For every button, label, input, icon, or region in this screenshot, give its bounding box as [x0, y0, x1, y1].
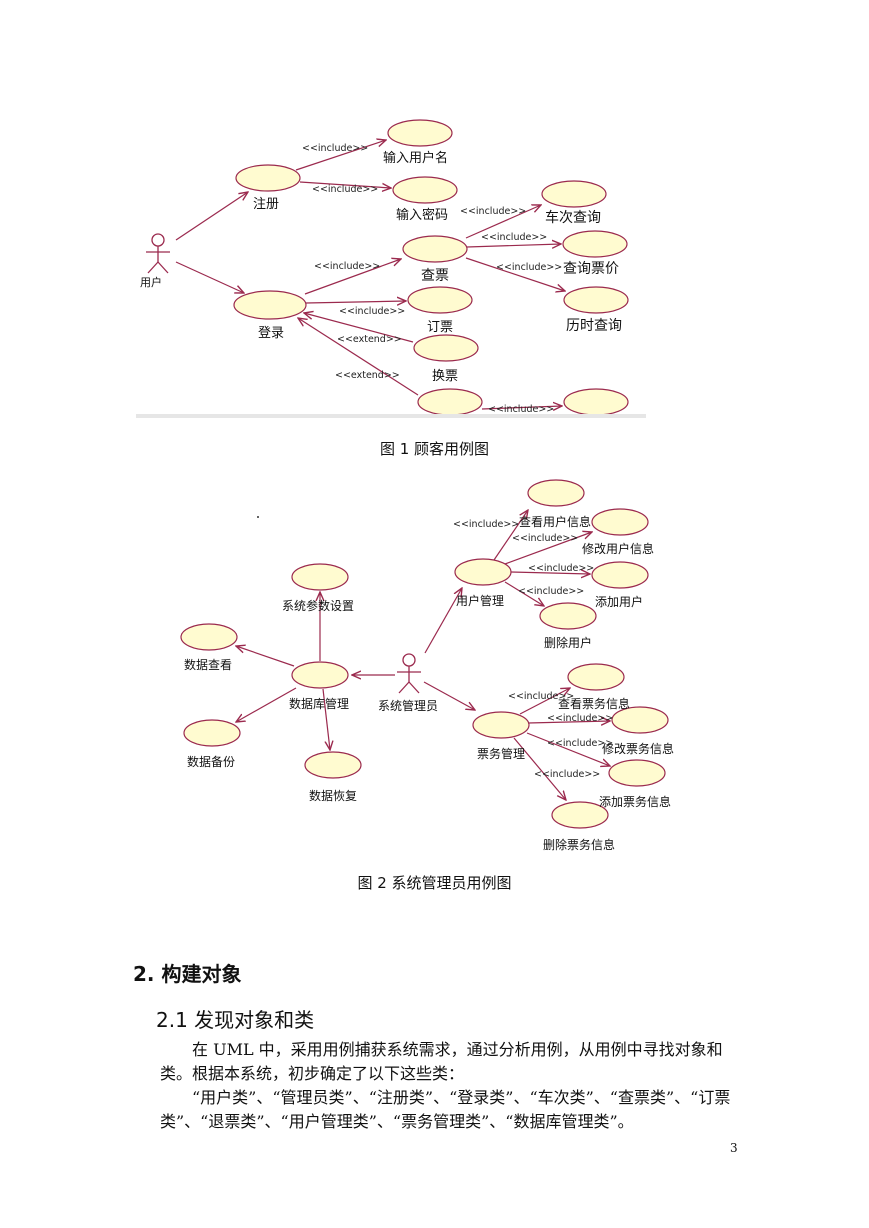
usecase-data-backup-label: 数据备份 — [187, 754, 235, 769]
include-label: <<include>> — [547, 713, 613, 724]
include-label: <<include>> — [496, 262, 562, 273]
usecase-add-user-label: 添加用户 — [595, 594, 643, 609]
usecase-edit-user-ellipse — [591, 508, 649, 536]
actor-user-icon — [146, 233, 170, 274]
figure2-caption: 图 2 系统管理员用例图 — [357, 874, 512, 892]
paragraph-2: “用户类”、“管理员类”、“注册类”、“登录类”、“车次类”、“查票类”、“订票… — [160, 1088, 731, 1131]
actor-user-label: 用户 — [140, 275, 162, 289]
usecase-train-query-ellipse — [541, 180, 607, 208]
usecase-db-mgmt-label: 数据库管理 — [289, 696, 349, 711]
usecase-password-label: 输入密码 — [396, 207, 448, 223]
include-label: <<include>> — [314, 261, 380, 272]
include-label: <<include>> — [302, 143, 368, 154]
usecase-extra-ellipse — [417, 388, 483, 416]
crop-strip — [136, 414, 646, 418]
include-label: <<include>> — [512, 533, 578, 544]
usecase-view-user-label: 查看用户信息 — [519, 514, 591, 529]
include-label: <<include>> — [312, 184, 378, 195]
usecase-data-view-label: 数据查看 — [184, 657, 232, 672]
usecase-delete-user-ellipse — [539, 602, 597, 630]
usecase-data-view-ellipse — [180, 623, 238, 651]
usecase-delete-ticket-label: 删除票务信息 — [543, 837, 615, 852]
usecase-ticket-mgmt-ellipse — [472, 711, 530, 739]
usecase-duration-query-label: 历时查询 — [566, 318, 622, 334]
usecase-price-query-ellipse — [562, 230, 628, 258]
usecase-username-label: 输入用户名 — [383, 150, 448, 166]
usecase-query-label: 查票 — [421, 268, 449, 284]
usecase-extra2-ellipse — [563, 388, 629, 416]
paragraph-1: 在 UML 中，采用用例捕获系统需求，通过分析用例，从用例中寻找对象和类。根据本… — [160, 1040, 723, 1083]
include-label: <<include>> — [453, 519, 519, 530]
include-label: <<include>> — [508, 691, 574, 702]
usecase-add-ticket-ellipse — [608, 759, 666, 787]
usecase-view-user-ellipse — [527, 479, 585, 507]
usecase-train-query-label: 车次查询 — [545, 209, 601, 226]
subsection-heading: 2.1 发现对象和类 — [156, 1008, 315, 1032]
usecase-edit-ticket-label: 修改票务信息 — [602, 741, 674, 756]
usecase-edit-ticket-ellipse — [611, 706, 669, 734]
usecase-edit-user-label: 修改用户信息 — [582, 541, 654, 556]
usecase-data-restore-label: 数据恢复 — [309, 788, 357, 803]
usecase-duration-query-ellipse — [563, 286, 629, 314]
usecase-delete-user-label: 删除用户 — [544, 635, 592, 650]
include-label: <<include>> — [481, 232, 547, 243]
include-label: <<include>> — [547, 738, 613, 749]
figure2-diagram: <<include>> <<include>> <<include>> <<in… — [180, 479, 674, 852]
usecase-price-query-label: 查询票价 — [563, 261, 619, 277]
figure1-diagram: <<include>> <<include>> <<include>> <<in… — [136, 119, 646, 418]
section-heading: 2. 构建对象 — [133, 962, 242, 986]
extend-label: <<extend>> — [337, 334, 402, 345]
usecase-view-ticket-ellipse — [567, 663, 625, 691]
usecase-query-ellipse — [402, 235, 468, 263]
extend-label: <<extend>> — [335, 370, 400, 381]
usecase-register-label: 注册 — [253, 197, 279, 212]
usecase-login-label: 登录 — [258, 326, 284, 341]
usecase-data-backup-ellipse — [183, 719, 241, 747]
usecase-view-ticket-label: 查看票务信息 — [558, 696, 630, 711]
include-label: <<include>> — [339, 306, 405, 317]
include-label: <<include>> — [534, 769, 600, 780]
usecase-username-ellipse — [387, 119, 453, 147]
stray-dot — [257, 516, 259, 518]
usecase-db-mgmt-ellipse — [291, 661, 349, 689]
usecase-change-ellipse — [413, 334, 479, 362]
usecase-password-ellipse — [392, 176, 458, 204]
usecase-change-label: 换票 — [432, 369, 458, 384]
usecase-params-label: 系统参数设置 — [282, 598, 354, 613]
actor-admin-icon — [397, 653, 421, 694]
actor-admin-label: 系统管理员 — [378, 698, 438, 713]
usecase-login-ellipse — [233, 290, 307, 320]
usecase-user-mgmt-ellipse — [454, 558, 512, 586]
include-label: <<include>> — [460, 206, 526, 217]
usecase-register-ellipse — [235, 164, 301, 192]
usecase-add-user-ellipse — [591, 561, 649, 589]
usecase-data-restore-ellipse — [304, 751, 362, 779]
include-label: <<include>> — [518, 586, 584, 597]
usecase-ticket-mgmt-label: 票务管理 — [477, 746, 525, 761]
usecase-params-ellipse — [291, 563, 349, 591]
figure1-caption: 图 1 顾客用例图 — [379, 440, 490, 458]
usecase-delete-ticket-ellipse — [551, 801, 609, 829]
include-label: <<include>> — [528, 563, 594, 574]
usecase-book-ellipse — [407, 286, 473, 314]
usecase-user-mgmt-label: 用户管理 — [456, 593, 504, 608]
usecase-book-label: 订票 — [427, 320, 453, 335]
include-label: <<include>> — [488, 404, 554, 415]
usecase-add-ticket-label: 添加票务信息 — [599, 794, 671, 809]
page-number: 3 — [730, 1141, 738, 1155]
